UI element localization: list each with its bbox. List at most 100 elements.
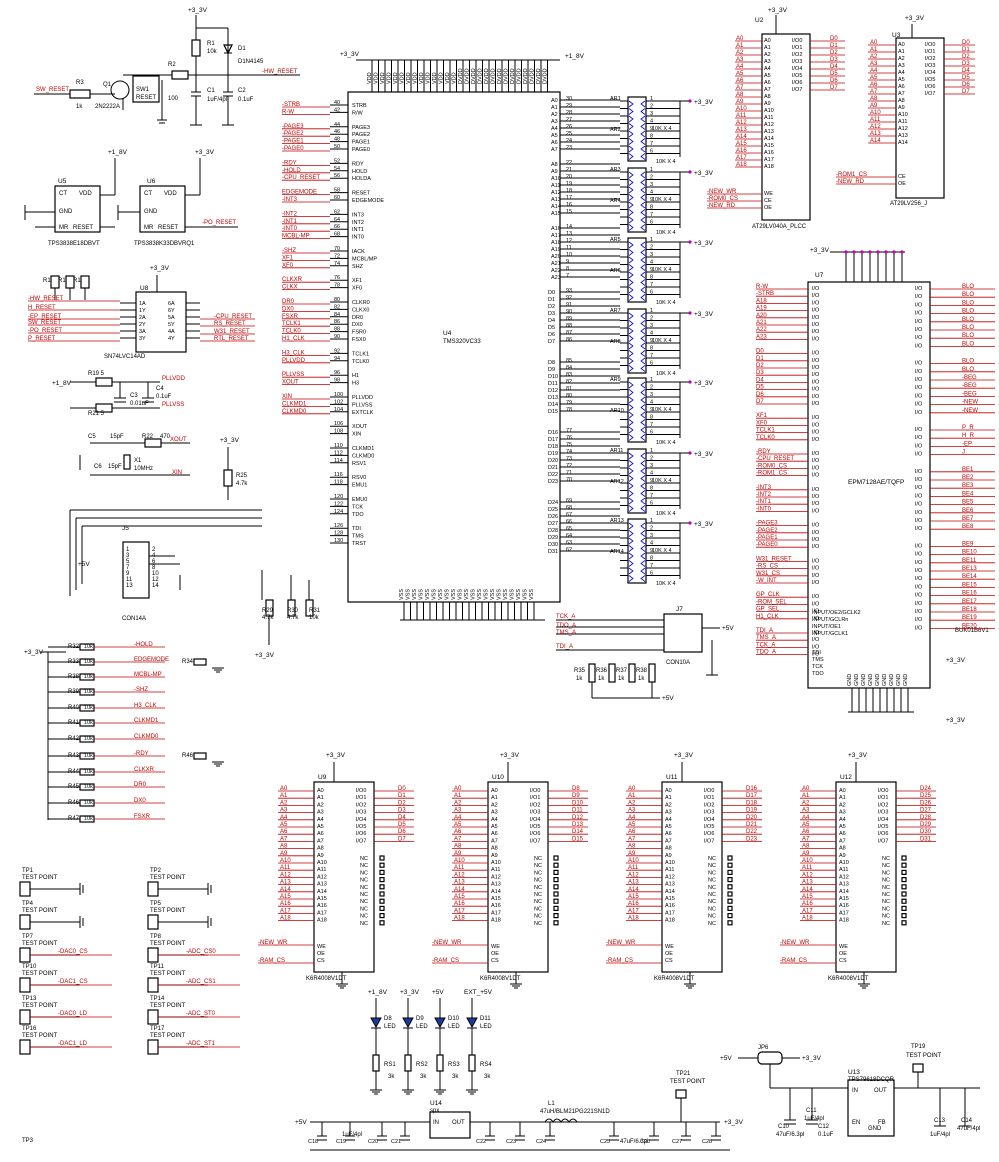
- pin-label: VSS: [464, 589, 470, 600]
- net-label: R-W: [756, 284, 768, 290]
- pin-number: 27: [566, 117, 572, 123]
- pin-label: A0: [764, 38, 771, 44]
- rpack-value: 10K X 4: [656, 581, 676, 587]
- pin-label: A17: [764, 157, 774, 163]
- pin-label: RSV1: [352, 461, 366, 467]
- power-label: +3_3V: [694, 451, 714, 458]
- pin-label: I/O: [812, 573, 820, 579]
- pin-number: 17: [566, 195, 572, 201]
- power-label: +1_8V: [368, 989, 388, 996]
- net-label: A3: [628, 808, 636, 814]
- net-label: A16: [628, 901, 639, 907]
- pin-label: I/O6: [878, 831, 888, 837]
- u7-top-pins: +3_3V+3_3V: [844, 250, 966, 724]
- pin-label: INPUT/GCLK1: [812, 631, 848, 637]
- pin-label: NC: [534, 856, 542, 862]
- pin-number: 122: [334, 501, 343, 507]
- pin-number: 3: [650, 392, 653, 398]
- pin-number: 7: [650, 282, 653, 288]
- pin-label: A3: [665, 810, 672, 816]
- junction: [688, 99, 692, 103]
- pin-label: A9: [491, 853, 498, 859]
- pin-label: A5: [491, 824, 498, 830]
- junction: [688, 240, 692, 244]
- pin-label: I/O: [915, 435, 923, 441]
- pin-label: I/O4: [530, 817, 540, 823]
- pin-label: A14: [491, 889, 501, 895]
- resistor: [372, 1054, 380, 1072]
- net-label: XF0: [756, 420, 768, 426]
- pin-label: A6: [551, 140, 558, 146]
- pin-label: A13: [665, 882, 675, 888]
- pin-label: D13: [548, 395, 558, 401]
- pin-label: A12: [551, 190, 561, 196]
- resistor: [193, 752, 207, 760]
- r25-value: 4.7k: [236, 481, 248, 487]
- net-label: -CPU_RESET: [756, 456, 794, 462]
- net-label: BE13: [962, 566, 977, 572]
- net-label: -HW_RESET: [28, 296, 64, 302]
- pin-label: D26: [548, 514, 558, 520]
- net-label: -INT1: [282, 219, 298, 225]
- pin-label: XIN: [352, 432, 361, 438]
- junction: [844, 250, 848, 254]
- tp-ref: TP10: [22, 964, 37, 970]
- pin-label: I/O0: [530, 788, 540, 794]
- resistor-array: [627, 377, 647, 443]
- pin-label: A8: [491, 846, 498, 852]
- net-label: BE8: [962, 524, 974, 530]
- r-value: 1k: [598, 676, 605, 682]
- cap-label: C22: [476, 1139, 486, 1145]
- pin-number: 1: [650, 518, 653, 524]
- resistor-value: 10k: [84, 753, 93, 759]
- resistor: [628, 241, 646, 249]
- pin-label: A7: [898, 91, 905, 97]
- led-ref: D11: [480, 1016, 491, 1022]
- pin-label: MR: [59, 225, 69, 231]
- pin-label: A10: [551, 176, 561, 182]
- pin-label: WE: [491, 944, 500, 950]
- net-label: A13: [280, 880, 291, 886]
- net-label: -DAC1_LD: [58, 1041, 88, 1047]
- pin-number: 67: [566, 512, 572, 518]
- pin-label: I/O6: [704, 831, 714, 837]
- pin-number: 81: [566, 386, 572, 392]
- net-label: XF0: [282, 263, 294, 269]
- resistor: [628, 271, 646, 279]
- c10-value: 47uF/6.3pl: [776, 1132, 804, 1138]
- pin-label: A0: [551, 98, 558, 104]
- resistor: [628, 123, 646, 130]
- net-label: A17: [280, 908, 291, 914]
- led-ref: D8: [384, 1016, 392, 1022]
- nc-marker: [553, 884, 559, 890]
- j7-header: J7 CON10A TCK_A TDO_A TMS_A TDI_A +5V R3…: [556, 606, 734, 702]
- net-label: BLO: [962, 333, 974, 339]
- pin-label: A13: [491, 882, 501, 888]
- pin-number: 58: [334, 188, 340, 194]
- net-label: -PAGE3: [282, 124, 304, 130]
- rpack-value: 10K X 4: [656, 511, 676, 517]
- c5-label: C5: [88, 434, 96, 440]
- resistor: [628, 357, 646, 365]
- pin-label: A19: [551, 247, 561, 253]
- pin-label: PAGE0: [352, 147, 370, 153]
- resistor: [404, 1054, 412, 1072]
- pin-label: I/O0: [925, 42, 935, 48]
- pin-number: 9: [650, 267, 653, 273]
- net-label: A17: [736, 155, 747, 161]
- resistor: [628, 389, 646, 396]
- pin-number: 8: [650, 205, 653, 211]
- pin-label: NC: [360, 906, 368, 912]
- net-label: -NEW: [962, 400, 978, 406]
- net-label: CLKMD1: [134, 718, 159, 724]
- pin-number: 118: [334, 480, 343, 486]
- nc-marker: [901, 898, 907, 904]
- pin-label: PAGE3: [352, 125, 370, 131]
- pin-label: A12: [764, 122, 774, 128]
- j5-ref: J5: [122, 525, 129, 532]
- pin-label: A9: [665, 853, 672, 859]
- sram-part: K6R4008V1DT: [306, 976, 347, 982]
- power-label: +3_3V: [24, 649, 44, 656]
- net-label: A1: [454, 793, 462, 799]
- resistor: [628, 153, 646, 160]
